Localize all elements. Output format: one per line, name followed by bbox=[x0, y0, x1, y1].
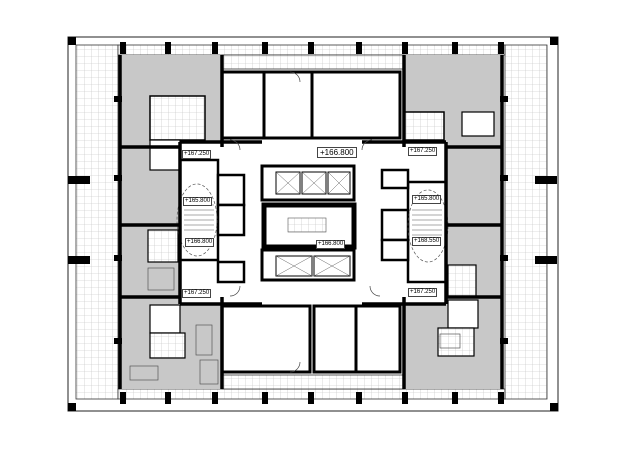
elevator-bank-south bbox=[260, 248, 356, 282]
door-swings bbox=[229, 71, 381, 373]
columns bbox=[68, 37, 558, 411]
stair-west-circle bbox=[176, 183, 218, 257]
balcony-north bbox=[221, 54, 405, 70]
furniture bbox=[129, 267, 461, 385]
elevation-label-ne-flat: +167.250 bbox=[408, 147, 438, 156]
bath-se bbox=[437, 327, 475, 357]
terrace-east bbox=[504, 44, 548, 400]
building-outline bbox=[67, 36, 559, 412]
elevation-label-east-stair-top: +165.800 bbox=[412, 195, 442, 204]
bath-e bbox=[447, 264, 477, 298]
south-rooms bbox=[220, 304, 402, 374]
terrace-west bbox=[75, 44, 119, 400]
elevation-label-west-stair-bottom: +166.800 bbox=[185, 238, 215, 247]
balcony-south bbox=[221, 374, 405, 390]
elevation-label-east-stair-bottom: +168.550 bbox=[412, 237, 442, 246]
stair-sw bbox=[149, 304, 181, 334]
flat-w bbox=[120, 147, 180, 297]
elevation-label-se-flat: +167.250 bbox=[408, 288, 438, 297]
elevation-label-nw-flat: +167.250 bbox=[182, 150, 212, 159]
stair-se bbox=[447, 299, 479, 329]
stair-nw bbox=[149, 139, 181, 171]
elevation-label-core-center: +166.800 bbox=[317, 147, 357, 158]
walls bbox=[118, 55, 504, 389]
bath-w bbox=[147, 229, 179, 263]
elevation-label-west-stair-top: +165.800 bbox=[183, 197, 213, 206]
stair-ne bbox=[461, 111, 495, 137]
bath-nw bbox=[149, 95, 206, 141]
bath-sw bbox=[149, 332, 186, 359]
north-rooms bbox=[220, 70, 402, 140]
elevation-label-sw-flat: +167.250 bbox=[182, 289, 212, 298]
elevation-label-core-shaft: +166.800 bbox=[316, 240, 346, 249]
shaft-inner bbox=[287, 217, 327, 233]
bath-ne bbox=[403, 111, 445, 141]
elevator-bank-north bbox=[260, 164, 356, 202]
